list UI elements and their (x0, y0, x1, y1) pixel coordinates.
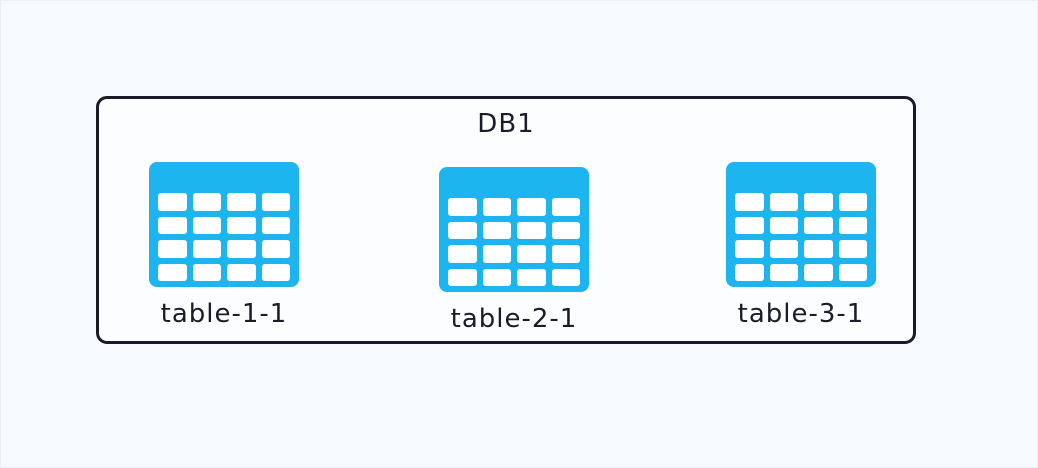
table-cell (769, 263, 798, 281)
table-cell (158, 240, 187, 258)
table-cell (261, 216, 290, 234)
table-cell (735, 216, 764, 234)
table-cell (448, 268, 477, 286)
table-cell (192, 240, 221, 258)
table-cell (769, 240, 798, 258)
table-cell (158, 193, 187, 211)
table-cell (261, 263, 290, 281)
table-cell (517, 245, 546, 263)
table-group-2: table-2-1 (439, 167, 589, 334)
table-label: table-1-1 (160, 299, 288, 329)
table-cell (551, 221, 580, 239)
table-cell (838, 216, 867, 234)
table-cell (482, 268, 511, 286)
table-cell (448, 198, 477, 216)
table-icon (439, 167, 589, 292)
table-icon (726, 162, 876, 287)
table-cell (551, 268, 580, 286)
table-cell (192, 216, 221, 234)
table-cell (261, 240, 290, 258)
table-cell (517, 268, 546, 286)
table-cell (804, 240, 833, 258)
table-cell (448, 245, 477, 263)
table-cell (482, 245, 511, 263)
table-group-1: table-1-1 (149, 162, 299, 329)
table-cell (448, 221, 477, 239)
table-cell (804, 263, 833, 281)
table-group-3: table-3-1 (726, 162, 876, 329)
table-cell (227, 216, 256, 234)
table-cell (838, 240, 867, 258)
table-cell (158, 216, 187, 234)
table-cell (517, 221, 546, 239)
table-cell (769, 216, 798, 234)
table-cell (804, 216, 833, 234)
table-cell (769, 193, 798, 211)
table-cell (551, 245, 580, 263)
table-cell (482, 221, 511, 239)
table-cell (261, 193, 290, 211)
table-cell (551, 198, 580, 216)
table-label: table-2-1 (450, 304, 578, 334)
table-cell (735, 263, 764, 281)
table-cell (804, 193, 833, 211)
table-cell (838, 263, 867, 281)
table-icon (149, 162, 299, 287)
database-container-db1: DB1 table-1-1 table-2-1 table-3-1 (96, 96, 916, 344)
table-cell (192, 263, 221, 281)
table-cell (227, 263, 256, 281)
database-title: DB1 (477, 109, 535, 139)
table-cell (735, 240, 764, 258)
table-cell (838, 193, 867, 211)
table-cell (227, 193, 256, 211)
table-label: table-3-1 (737, 299, 865, 329)
table-cell (482, 198, 511, 216)
table-cell (192, 193, 221, 211)
table-cell (517, 198, 546, 216)
table-cell (735, 193, 764, 211)
table-cell (227, 240, 256, 258)
table-cell (158, 263, 187, 281)
